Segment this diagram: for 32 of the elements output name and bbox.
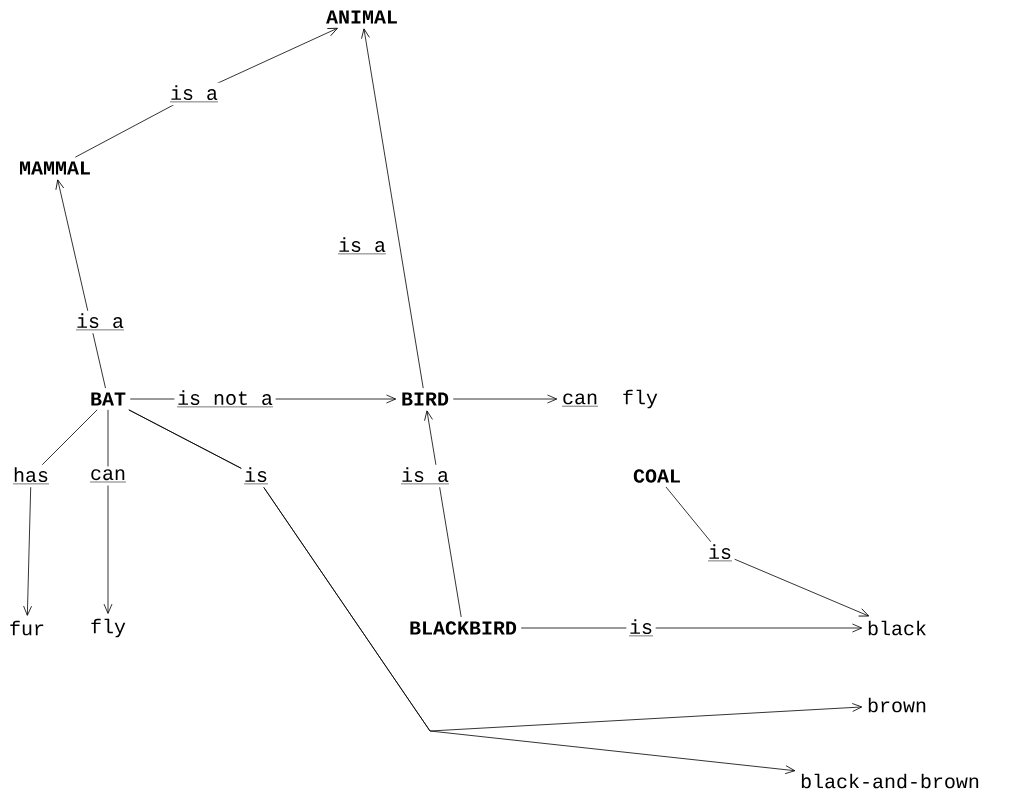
concept-label: MAMMAL (20, 161, 90, 175)
concept-label: ANIMAL (326, 10, 397, 24)
value-label: brown (868, 697, 926, 713)
arrow (74, 27, 338, 158)
value-label: fly (91, 618, 126, 638)
arrow (128, 409, 796, 775)
arrow (452, 394, 558, 404)
arrow (665, 486, 870, 617)
edge-label: is (241, 464, 271, 488)
edge-label: is a (398, 464, 452, 488)
arrow (361, 28, 424, 389)
arrow (424, 410, 462, 618)
edge-label: is not a (174, 387, 276, 411)
concept-label: BAT (91, 392, 126, 406)
value-label: black-and-brown (801, 773, 979, 789)
arrow (55, 179, 106, 389)
arrow (520, 623, 863, 633)
concept-label: COAL (633, 469, 680, 483)
edge-label: is a (167, 82, 221, 106)
arrow (23, 409, 98, 616)
edge-label: is a (335, 234, 389, 258)
edge-label: has (10, 464, 52, 488)
edge-label: is (705, 541, 735, 565)
value-label: black (868, 620, 926, 636)
edge-label: can (87, 466, 129, 486)
edge-label: is a (73, 310, 127, 334)
concept-label: BIRD (402, 392, 449, 406)
value-label: can fly (561, 389, 658, 409)
concept-label: BLACKBIRD (410, 621, 517, 635)
edge-label: is (626, 616, 656, 640)
arrow (103, 409, 113, 614)
value-label: fur (10, 620, 44, 636)
